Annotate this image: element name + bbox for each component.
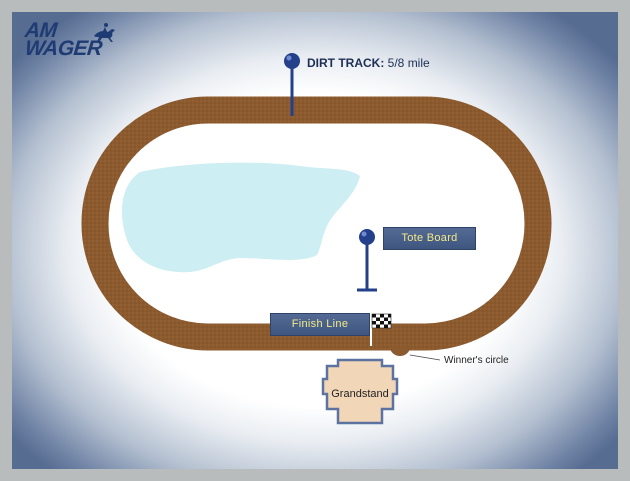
dirt-track	[81, 96, 552, 351]
finish-line-callout: Finish Line	[270, 313, 370, 336]
location-pin-icon	[284, 53, 300, 69]
tote-board-callout: Tote Board	[383, 227, 476, 250]
dirt-track-title: DIRT TRACK:	[307, 56, 385, 70]
location-pin-icon	[359, 229, 375, 245]
logo-line-wager: WAGER	[23, 37, 104, 60]
logo: AM WAGER	[23, 19, 119, 62]
winners-circle-label: Winner's circle	[444, 355, 509, 366]
grandstand-label: Grandstand	[331, 388, 389, 400]
horse-rider-icon	[94, 23, 115, 42]
checkered-flag-icon	[371, 313, 392, 329]
grandstand-building	[321, 358, 399, 425]
dirt-track-label: DIRT TRACK: 5/8 mile	[307, 56, 430, 70]
winners-circle-area	[390, 347, 410, 356]
winners-circle-pointer	[409, 354, 441, 361]
infield-lake	[121, 162, 360, 273]
dirt-track-distance: 5/8 mile	[387, 56, 430, 70]
